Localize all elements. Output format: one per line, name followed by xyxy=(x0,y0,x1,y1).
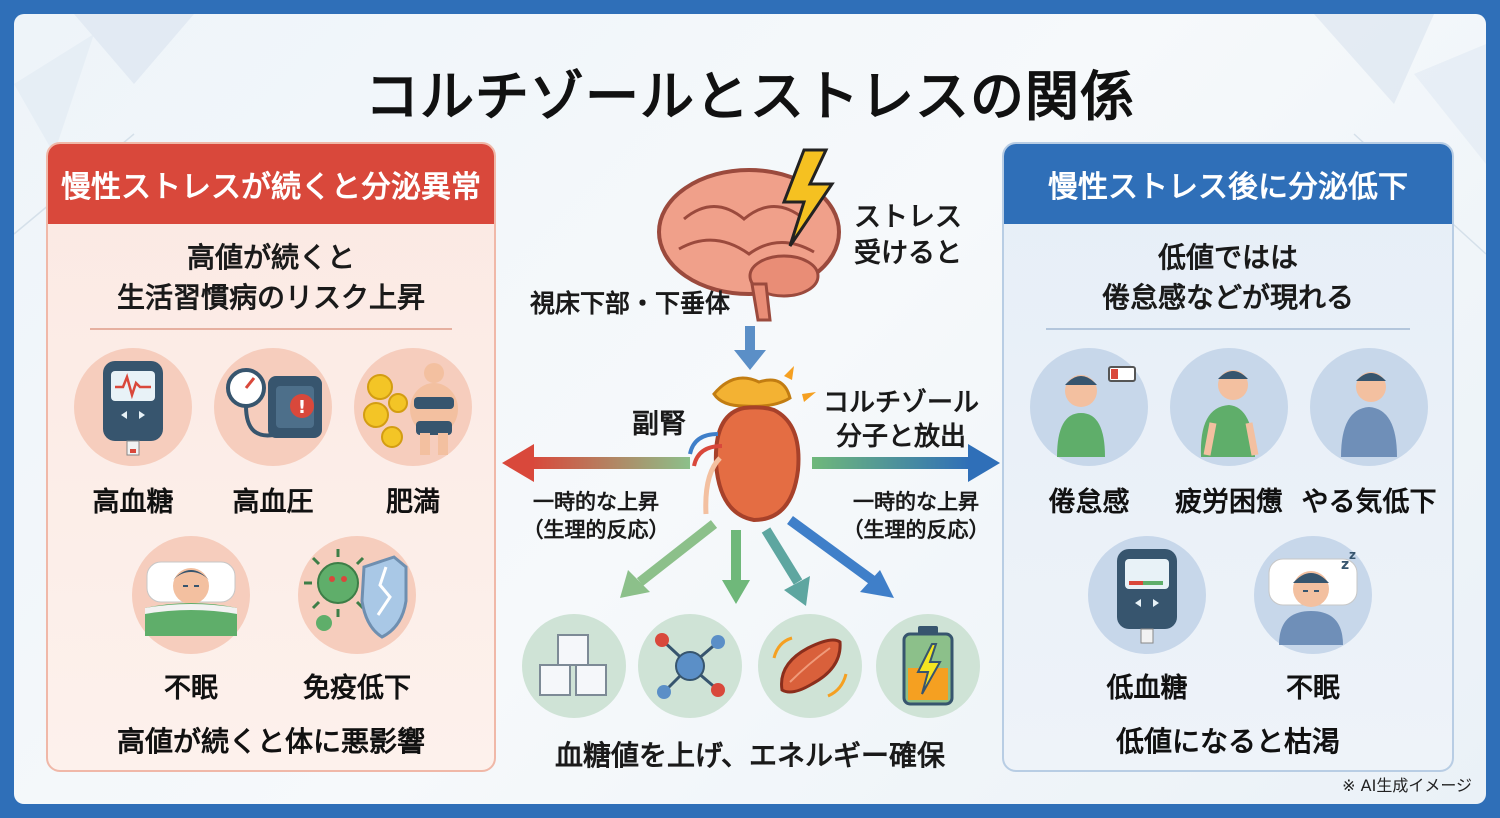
left-panel-high-cortisol: 慢性ストレスが続くと分泌異常 高値が続くと 生活習慣病のリスク上昇 高血糖 xyxy=(46,142,496,772)
right-subtitle-line2: 倦怠感などが現れる xyxy=(1101,281,1354,314)
left-item-label-3: 肥満 xyxy=(386,487,440,518)
svg-text:z: z xyxy=(1341,557,1349,573)
adrenal-kidney-icon xyxy=(688,376,801,523)
right-item-label-2: 疲労困憊 xyxy=(1175,487,1283,518)
cortisol-line1: コルチゾール xyxy=(822,388,979,418)
fatigue-icon xyxy=(1030,348,1148,466)
left-arrow-line2: （生理的反応） xyxy=(522,518,670,542)
left-subtitle-line2: 生活習慣病のリスク上昇 xyxy=(116,281,425,314)
left-item-label-2: 高血圧 xyxy=(232,487,314,518)
molecule-icon xyxy=(638,614,742,718)
right-panel-header: 慢性ストレス後に分泌低下 xyxy=(1004,144,1452,224)
cortisol-line2: 分子と放出 xyxy=(835,422,966,452)
left-panel-subtitle: 高値が続くと 生活習慣病のリスク上昇 xyxy=(48,238,494,318)
right-item-label-5: 不眠 xyxy=(1286,673,1340,704)
right-arrow-line1: 一時的な上昇 xyxy=(853,490,979,514)
arrow-right-to-low xyxy=(812,444,1000,482)
arrow-down-to-adrenal xyxy=(734,326,766,370)
stress-line1: ストレス xyxy=(854,202,962,233)
insomnia-icon: z z xyxy=(1254,536,1372,654)
left-item-label-5: 免疫低下 xyxy=(303,673,411,704)
center-caption: 血糖値を上げ、エネルギー確保 xyxy=(554,739,946,772)
stress-line2: 受けると xyxy=(854,238,962,269)
obesity-icon xyxy=(354,348,472,466)
low-glucose-meter-icon xyxy=(1088,536,1206,654)
left-item-label-1: 高血糖 xyxy=(92,487,174,518)
stress-label: ストレス 受けると xyxy=(854,200,962,272)
fan-arrows xyxy=(620,515,894,606)
left-arrow-line1: 一時的な上昇 xyxy=(533,490,659,514)
infographic-canvas: コルチゾールとストレスの関係 慢性ストレスが続くと分泌異常 高値が続くと 生活習… xyxy=(14,14,1486,804)
right-panel-low-cortisol: 慢性ストレス後に分泌低下 低値ではは 倦怠感などが現れる 倦怠感 xyxy=(1002,142,1454,772)
battery-icon xyxy=(876,614,980,718)
page-title: コルチゾールとストレスの関係 xyxy=(365,65,1135,128)
right-panel-subtitle: 低値ではは 倦怠感などが現れる xyxy=(1004,238,1452,318)
hypothalamus-label: 視床下部・下垂体 xyxy=(530,289,731,318)
exhaustion-icon xyxy=(1170,348,1288,466)
left-panel-header: 慢性ストレスが続くと分泌異常 xyxy=(48,144,494,224)
lightning-icon xyxy=(781,148,835,247)
sugar-cubes-icon xyxy=(522,614,626,718)
right-item-label-4: 低血糖 xyxy=(1106,673,1188,704)
right-item-label-3: やる気低下 xyxy=(1301,487,1437,518)
right-divider xyxy=(1046,328,1410,330)
left-arrow-label: 一時的な上昇 （生理的反応） xyxy=(516,488,676,544)
left-subtitle-line1: 高値が続くと xyxy=(186,241,355,274)
left-divider xyxy=(90,328,452,330)
left-panel-footer: 高値が続くと体に悪影響 xyxy=(116,725,425,758)
cortisol-label: コルチゾール 分子と放出 xyxy=(816,386,986,454)
insomnia-icon xyxy=(132,536,250,654)
arrow-left-to-high xyxy=(502,444,690,482)
right-item-label-1: 倦怠感 xyxy=(1048,487,1130,518)
immunity-icon xyxy=(298,536,416,654)
glucose-meter-icon xyxy=(74,348,192,466)
center-flow-diagram xyxy=(502,148,1000,606)
low-motivation-icon xyxy=(1310,348,1428,466)
right-arrow-line2: （生理的反応） xyxy=(842,518,990,542)
left-item-label-4: 不眠 xyxy=(164,673,218,704)
svg-text:z: z xyxy=(1349,548,1356,562)
right-subtitle-line1: 低値ではは xyxy=(1157,241,1298,274)
spark-icon xyxy=(784,366,816,402)
right-arrow-label: 一時的な上昇 （生理的反応） xyxy=(836,488,996,544)
right-panel-footer: 低値になると枯渇 xyxy=(1115,725,1340,758)
muscle-icon xyxy=(758,614,862,718)
adrenal-label: 副腎 xyxy=(632,409,686,440)
svg-text:!: ! xyxy=(298,397,306,418)
ai-generated-note: ※ AI生成イメージ xyxy=(1342,776,1472,795)
blood-pressure-icon: ! xyxy=(214,348,332,466)
